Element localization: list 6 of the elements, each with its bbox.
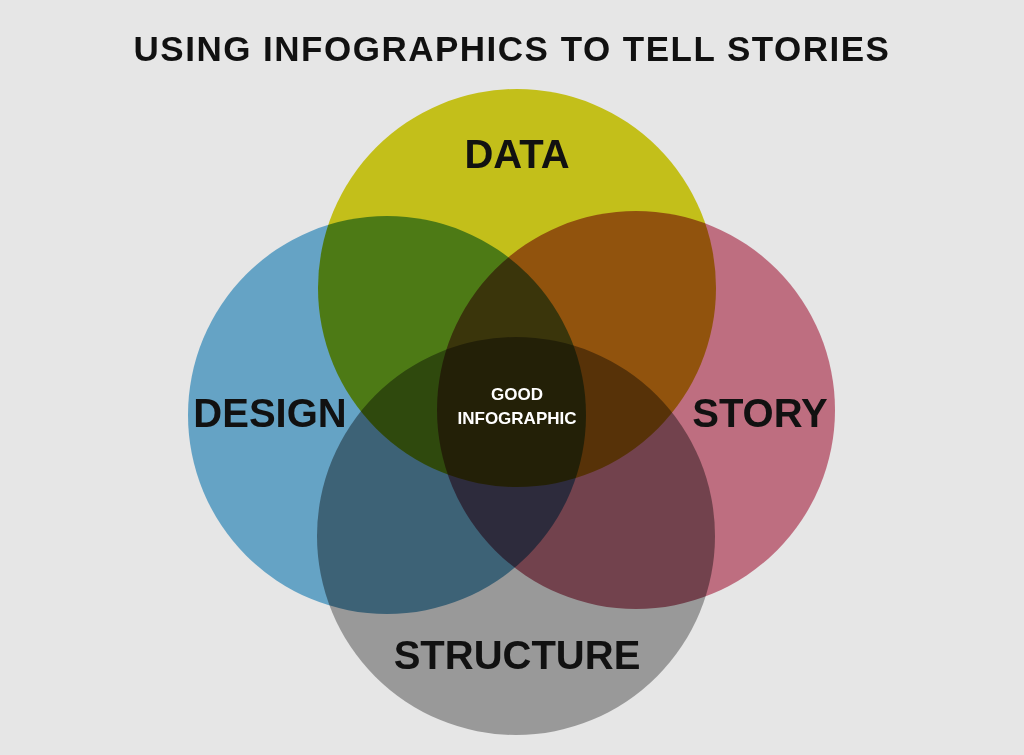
diagram-title: USING INFOGRAPHICS TO TELL STORIES — [132, 28, 892, 70]
circle-label: STRUCTURE — [393, 632, 641, 678]
circle-label: STORY — [692, 390, 828, 436]
overlap-label: GOOD INFOGRAPHIC — [456, 384, 578, 430]
circle-label: DATA — [464, 131, 570, 177]
circle-label: DESIGN — [193, 390, 347, 436]
